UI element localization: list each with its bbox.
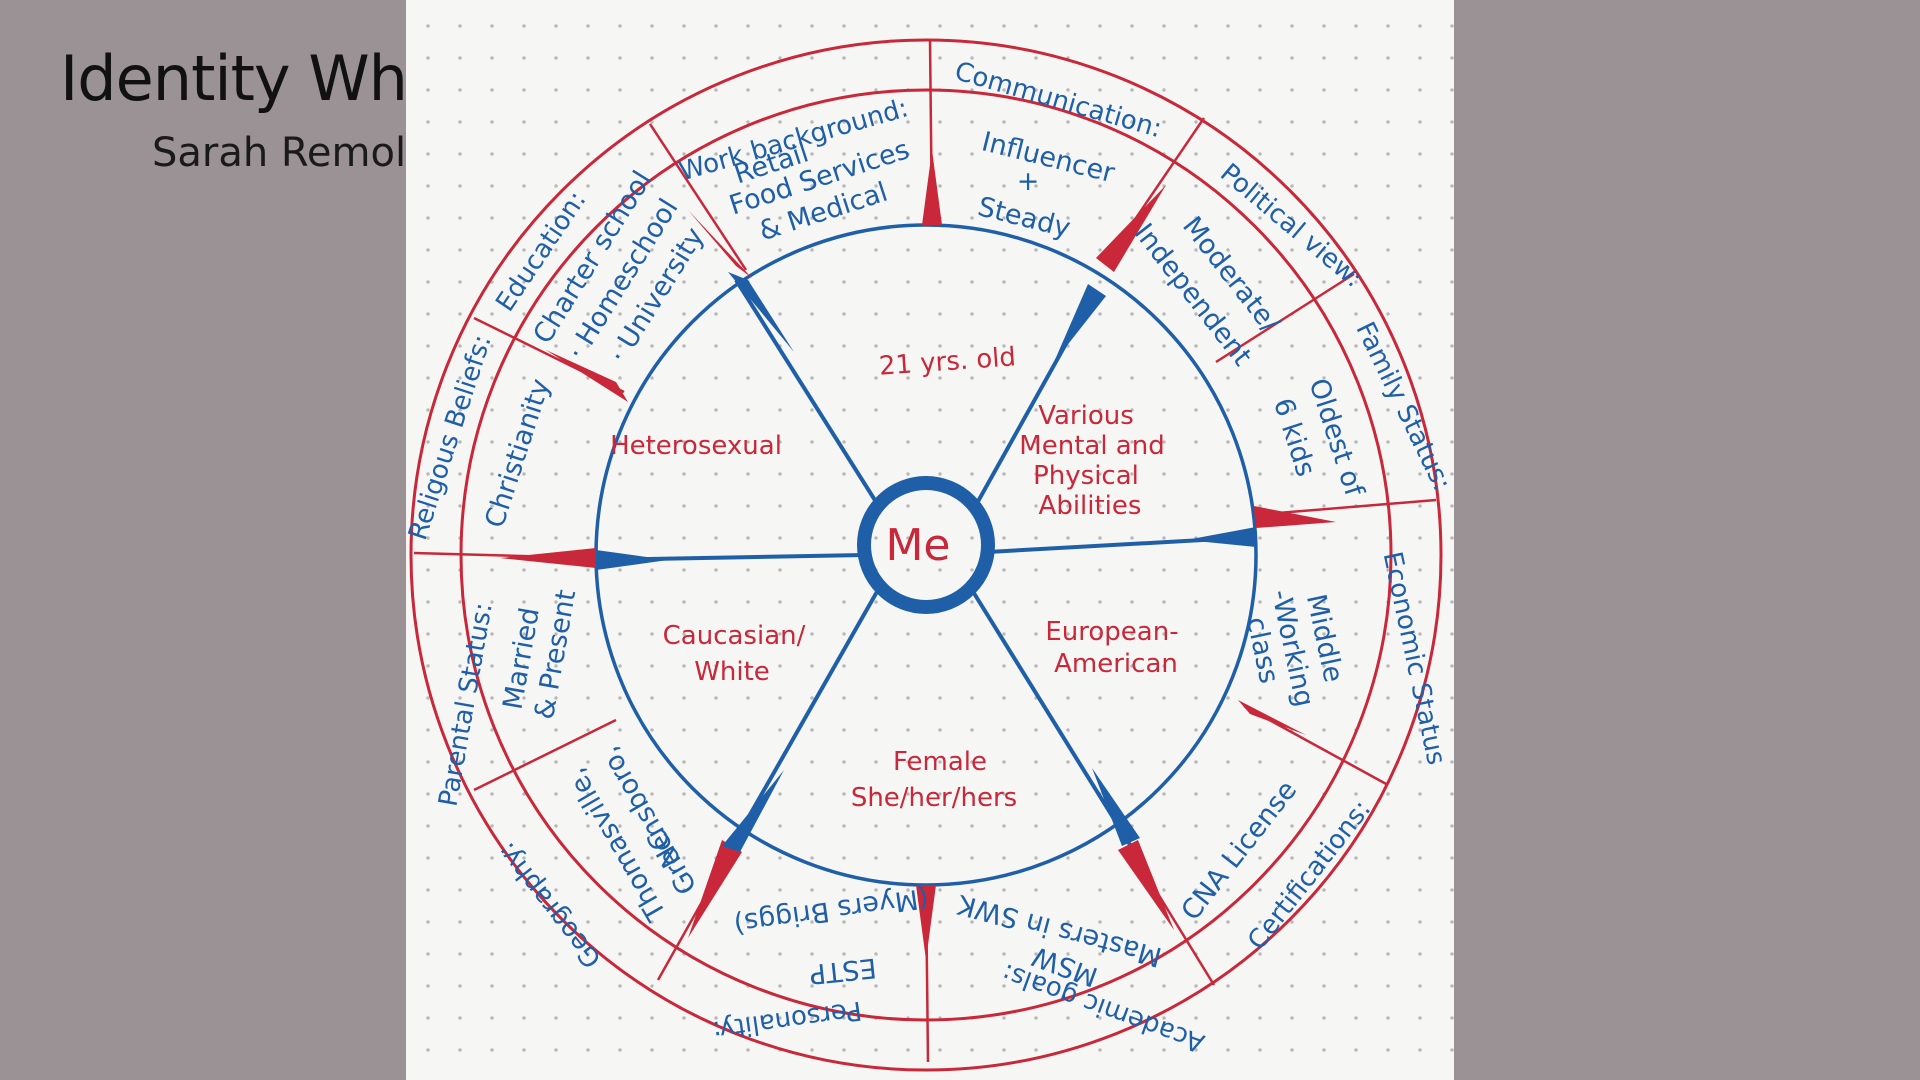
race-line-2: White	[694, 657, 770, 687]
accent-shape	[1054, 284, 1106, 362]
communication-line-1: Influencer	[979, 126, 1119, 189]
gender-line-2: She/her/hers	[851, 783, 1017, 813]
religion-line-1: Christianity	[479, 375, 556, 531]
slide-subtitle: Sarah Remole	[152, 130, 431, 176]
age-label: 21 yrs. old	[878, 342, 1017, 381]
ethnicity-line-1: European-	[1045, 617, 1178, 647]
abilities-line-2: Mental and	[1019, 431, 1164, 461]
gender-line-1: Female	[893, 747, 987, 777]
accent-shape	[722, 770, 784, 852]
ethnicity-line-2: American	[1054, 649, 1178, 679]
personality-line-2: (Myers Briggs)	[732, 881, 931, 939]
identity-wheel-diagram: Me 21 yrs. old Various Mental and Physic…	[406, 0, 1454, 1080]
communication-line-3: Steady	[975, 191, 1074, 244]
parental-status-label: Parental Status:	[433, 600, 498, 808]
accent-shape	[1186, 527, 1256, 547]
center-label: Me	[885, 520, 950, 571]
abilities-line-1: Various	[1038, 401, 1134, 431]
orientation-label: Heterosexual	[610, 431, 782, 461]
accent-shape	[728, 272, 794, 352]
accent-shape	[922, 150, 942, 225]
abilities-line-4: Abilities	[1039, 491, 1142, 521]
communication-label: Communication:	[951, 56, 1165, 144]
personality-line-1: ESTP	[808, 952, 878, 990]
geography-label: Geography:	[492, 836, 608, 973]
personality-label: Personality:	[711, 995, 864, 1046]
accent-shape	[596, 550, 668, 570]
abilities-line-3: Physical	[1033, 461, 1139, 491]
family-line-1: Oldest of	[1303, 375, 1371, 502]
race-line-1: Caucasian/	[663, 621, 806, 651]
communication-line-2: +	[1017, 166, 1040, 197]
spoke-line	[736, 280, 878, 505]
accent-shape	[1118, 840, 1174, 930]
accent-shape	[500, 548, 596, 568]
dotted-paper: Me 21 yrs. old Various Mental and Physic…	[406, 0, 1454, 1080]
